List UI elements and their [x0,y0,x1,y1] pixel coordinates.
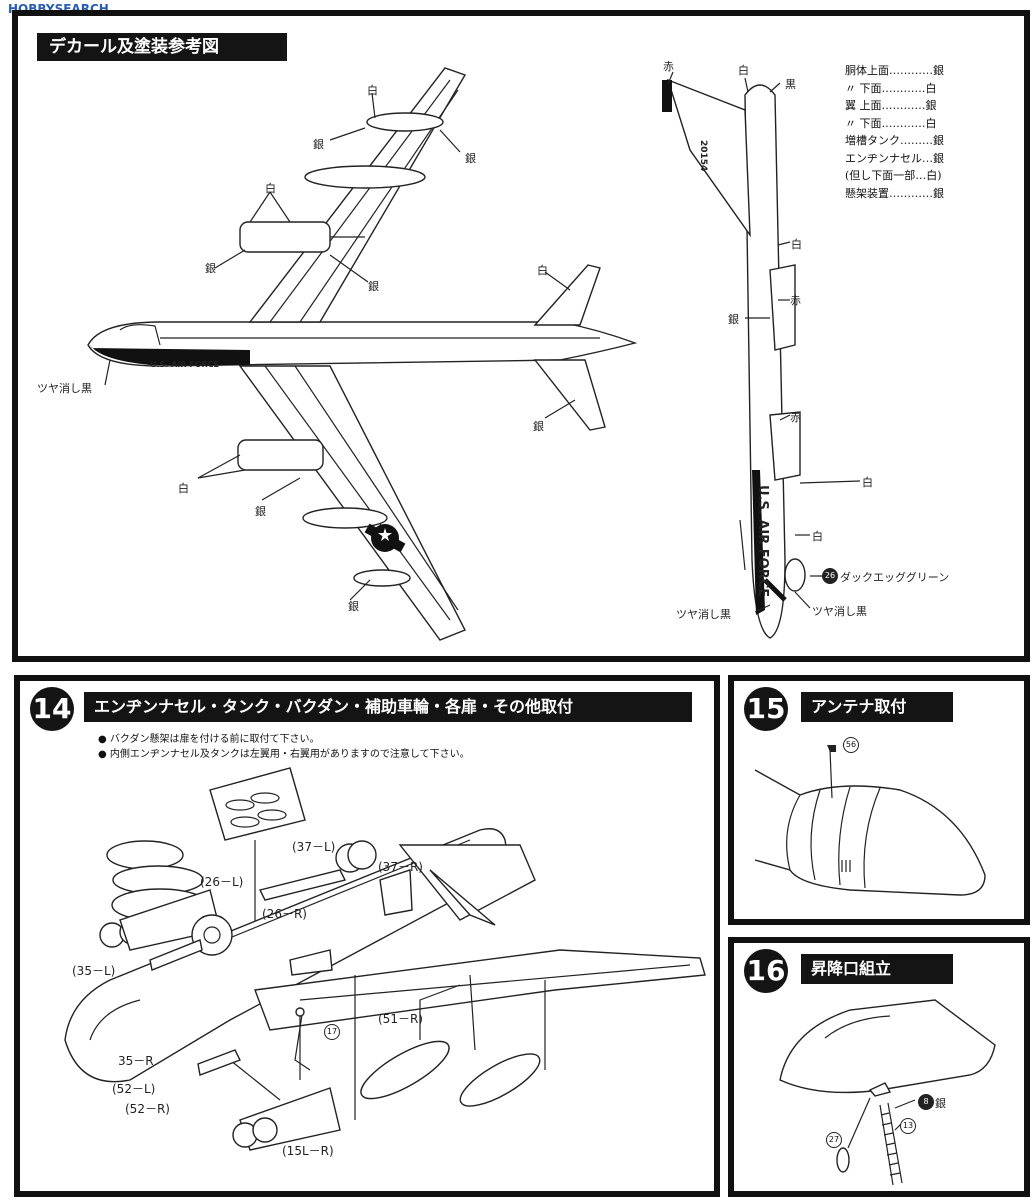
legend-item: (但し下面一部…白) [845,169,942,182]
label-white-8: 白 [812,530,823,543]
label-flat-black-3: ツヤ消し黒 [812,605,867,618]
part-badge-8: 8 [918,1094,934,1110]
usaf-marking-top: U.S. AIR FORCE [150,360,219,369]
part-52L: (52－L) [112,1082,156,1096]
part-badge-17: 17 [324,1024,340,1040]
legend-item: 懸架装置…………銀 [845,186,944,200]
legend-item: 胴体上面…………銀 [845,64,944,77]
legend-item: 増槽タンク………銀 [845,134,944,147]
label-white-5: 白 [738,64,749,77]
step14-title: エンヂンナセル・タンク・バクダン・補助車輪・各扉・その他取付 [84,692,692,722]
bottom-view-aircraft-illustration [662,71,861,639]
label-white-6: 白 [791,238,802,251]
step14-note-1: ● バクダン懸架は扉を付ける前に取付て下さい。 [98,734,320,745]
label-red-3: 赤 [790,411,801,424]
part-37R: (37－R) [378,860,423,874]
part-badge-27: 27 [826,1132,842,1148]
label-white-7: 白 [862,476,873,489]
part-52R: (52－R) [125,1102,170,1116]
label-white-3: 白 [537,264,548,277]
label-red-1: 赤 [663,60,674,73]
part-26R: (26－R) [262,907,307,921]
label-flat-black-1: ツヤ消し黒 [37,382,92,395]
painting-guide-title: デカール及塗装参考図 [37,33,287,61]
step15-number: 15 [744,687,788,731]
color-legend: 胴体上面…………銀 〃 下面…………白 翼 上面…………銀 〃 下面…………白 … [845,62,944,202]
label-red-2: 赤 [790,294,801,307]
label-black-1: 黒 [785,78,796,91]
label-flat-black-2: ツヤ消し黒 [676,608,731,621]
part-15L-R: (15L－R) [282,1144,334,1158]
label-silver-1: 銀 [313,138,324,151]
legend-item: 〃 下面…………白 [845,81,937,95]
label-white-4: 白 [178,482,189,495]
label-silver-3: 銀 [205,262,216,275]
part-badge-26: 26 [822,568,838,584]
legend-item: 〃 下面…………白 [845,116,937,130]
part-37L: (37－L) [292,840,336,854]
label-silver-4: 銀 [368,280,379,293]
label-silver-6: 銀 [255,505,266,518]
part-badge-56: 56 [843,737,859,753]
part-26L: (26－L) [200,875,244,889]
label-duck-egg-green: ダックエッググリーン [840,571,950,584]
part-51R: (51－R) [378,1012,423,1026]
step14-note-2: ● 内側エンヂンナセル及タンクは左翼用・右翼用がありますので注意して下さい。 [98,749,470,760]
label-silver-5: 銀 [533,420,544,433]
top-view-aircraft-illustration [87,67,638,641]
step14-number: 14 [30,687,74,731]
step16-number: 16 [744,949,788,993]
label-silver-hatch: 銀 [935,1097,946,1110]
step16-title: 昇降口組立 [801,954,953,984]
label-silver-7: 銀 [348,600,359,613]
part-35L: (35－L) [72,964,116,978]
step15-title: アンテナ取付 [801,692,953,722]
label-silver-8: 銀 [728,313,739,326]
label-white-1: 白 [367,84,378,97]
label-silver-2: 銀 [465,152,476,165]
legend-item: エンヂンナセル…銀 [845,151,944,165]
legend-item: 翼 上面…………銀 [845,99,937,112]
part-badge-13: 13 [900,1118,916,1134]
label-white-2: 白 [265,182,276,195]
part-35R: 35－R [118,1054,154,1068]
